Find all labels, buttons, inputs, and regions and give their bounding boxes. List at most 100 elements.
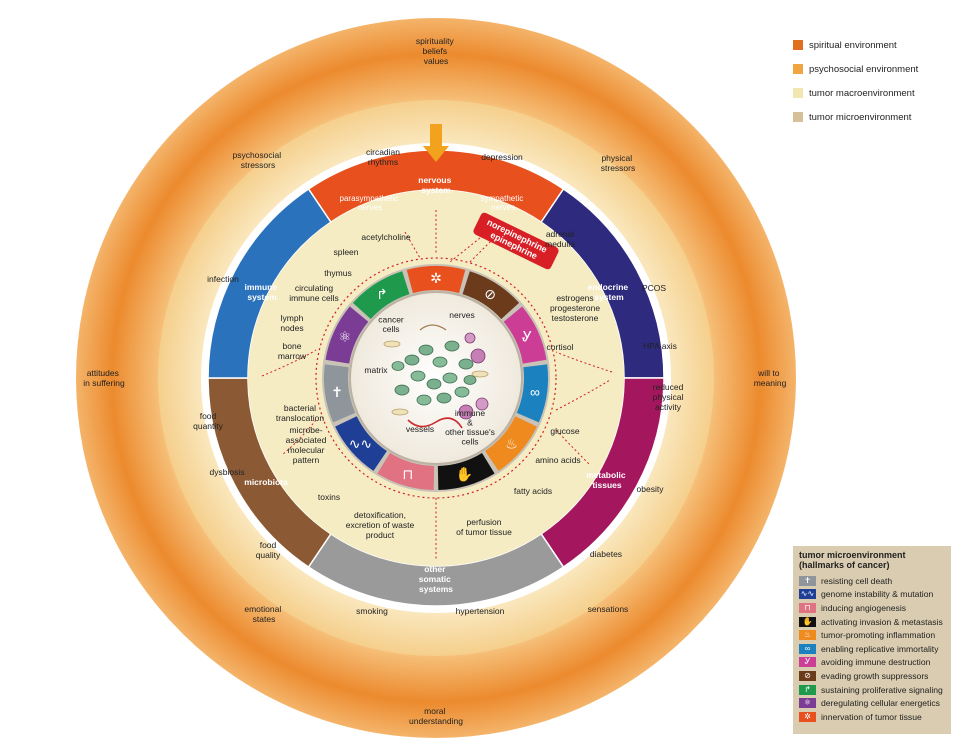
hallmark-ring: ✲⊘Ꮍ∞♨✋⊓∿∿✝⚛↱ [324,266,548,490]
spiritual-left-label: attitudes in suffering [83,368,125,388]
cancer-cell-cluster [383,324,489,429]
hallmark-segment-dna [335,416,387,471]
antibody-icon: Ꮍ [799,657,816,668]
center-label: nerves [449,310,475,320]
parasympathetic-nerves-label: parasympathetic nerves [340,194,401,212]
spiritual-bottom-label: moral understanding [409,706,463,726]
legend-item-psychosocial: psychosocial environment [793,57,973,81]
macro-label: obesity [637,484,665,494]
psychosocial-bottom-right-label: sensations [588,604,629,614]
macro-label: infection [207,274,239,284]
legend-item-spiritual: spiritual environment [793,33,973,57]
macro-label: thymus [324,268,351,278]
macro-label: acetylcholine [361,232,410,242]
endocrine-system-label: endocrine system [588,282,631,302]
nervous-system-label: nervous system [418,175,453,195]
legend-label: psychosocial environment [809,63,919,75]
psychosocial-top-right-label: physical stressors [601,153,635,173]
legend-item-micro: tumor microenvironment [793,105,973,129]
hallmark-segment-infinity [516,364,548,423]
hallmark-legend-label: innervation of tumor tissue [821,711,922,722]
hand-icon: ✋ [799,616,816,627]
legend-label: tumor macroenvironment [809,87,915,99]
arrow-icon: ↱ [799,684,816,695]
hallmark-legend-label: enabling replicative immortality [821,643,939,654]
macro-label: depression [481,152,523,162]
hallmark-legend-item: ⊘evading growth suppressors [799,669,945,683]
hallmark-segment-neuron [406,266,466,294]
macro-label: smoking [356,606,388,616]
macro-label: spleen [333,247,358,257]
sympathetic-nerves-label: sympathetic nerves [481,194,526,212]
legend-swatch [793,88,803,98]
hallmark-segment-vessel [377,453,435,490]
hallmark-legend-item: ✋ activating invasion & metastasis [799,615,945,629]
hallmark-legend-item: ∞ enabling replicative immortality [799,642,945,656]
hallmark-segment-prohibited [462,271,520,319]
legend-label: tumor microenvironment [809,111,912,123]
legend-label: spiritual environment [809,39,897,51]
psychosocial-bottom-left-label: emotional states [244,604,283,624]
hallmark-segment-arrow [352,271,410,319]
hallmarks-legend-title: tumor microenvironment (hallmarks of can… [799,550,906,570]
hallmark-legend-item: ♨ tumor-promoting inflammation [799,628,945,642]
hallmarks-list: ✝resisting cell death∿∿genome instabilit… [799,574,945,724]
center-label: matrix [364,365,388,375]
macro-label: hypertension [456,606,505,616]
downward-arrow-icon [423,124,449,162]
infinity-icon: ∞ [799,643,816,654]
macro-label: toxins [318,492,340,502]
antibody-icon: Ꮍ [522,328,532,344]
dotted-macro-circle [315,257,557,499]
dna-icon: ∿∿ [799,589,816,600]
hallmark-legend-label: activating invasion & metastasis [821,616,943,627]
macro-label: PCOS [642,283,666,293]
legend-swatch [793,40,803,50]
atom-icon: ⚛ [799,698,816,709]
macro-label: dysbiosis [210,467,245,477]
hallmark-legend-label: evading growth suppressors [821,670,929,681]
infinity-icon: ∞ [530,384,540,400]
atom-icon: ⚛ [339,328,352,344]
hallmarks-legend: tumor microenvironment (hallmarks of can… [793,546,951,734]
hallmark-legend-item: ⊓inducing angiogenesis [799,601,945,615]
arrow-icon: ↱ [376,286,388,302]
hallmark-legend-item: ✝ resisting cell death [799,574,945,588]
flame-icon: ♨ [799,630,816,641]
environment-legend: spiritual environment psychosocial envir… [793,33,973,129]
immune-system-label: immune system [245,282,280,302]
hallmark-segment-atom [325,306,369,364]
hallmark-legend-label: resisting cell death [821,575,893,586]
tumor-core [349,291,523,465]
hallmark-legend-label: inducing angiogenesis [821,602,907,613]
spiritual-top-label: spirituality beliefs values [416,36,456,66]
hallmark-legend-item: ↱sustaining proliferative signaling [799,683,945,697]
connector-lines [261,210,613,560]
cross-icon: ✝ [799,575,816,586]
hallmark-legend-label: tumor-promoting inflammation [821,630,936,641]
hallmark-legend-label: deregulating cellular energetics [821,698,940,709]
center-label: vessels [406,424,434,434]
hallmark-legend-item: ⚛ deregulating cellular energetics [799,696,945,710]
hallmark-segment-hand [437,453,495,490]
spiritual-right-label: will to meaning [754,368,787,388]
neuron-icon: ✲ [430,270,442,286]
